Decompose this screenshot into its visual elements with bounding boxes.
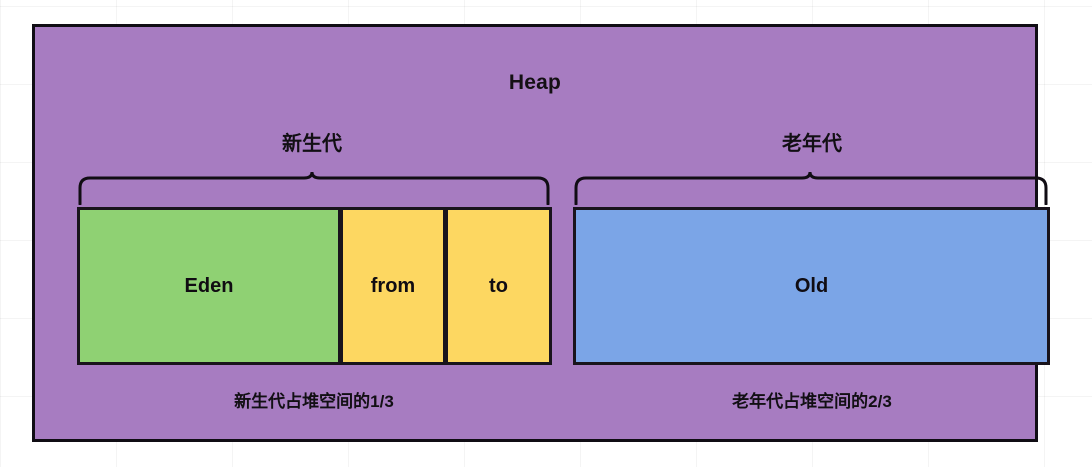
region-survivor-to-label: to — [489, 274, 508, 297]
old-generation-caption: 老年代占堆空间的2/3 — [732, 392, 892, 411]
region-old: Old — [573, 207, 1050, 365]
region-old-label: Old — [794, 274, 829, 297]
young-generation-caption: 新生代占堆空间的1/3 — [234, 392, 394, 411]
young-generation-brace — [77, 171, 551, 205]
region-survivor-to: to — [445, 207, 552, 365]
region-survivor-from: from — [340, 207, 446, 365]
region-eden: Eden — [77, 207, 341, 365]
curly-brace-up-icon — [573, 171, 1049, 205]
region-eden-label: Eden — [184, 274, 234, 297]
region-survivor-from-label: from — [370, 274, 416, 297]
old-generation-brace — [573, 171, 1049, 205]
young-generation-label: 新生代 — [282, 133, 342, 155]
heap-title: Heap — [508, 71, 562, 94]
curly-brace-up-icon — [77, 171, 551, 205]
old-generation-label: 老年代 — [782, 133, 842, 155]
heap-container: Heap 新生代 老年代 Eden from to — [32, 24, 1050, 442]
